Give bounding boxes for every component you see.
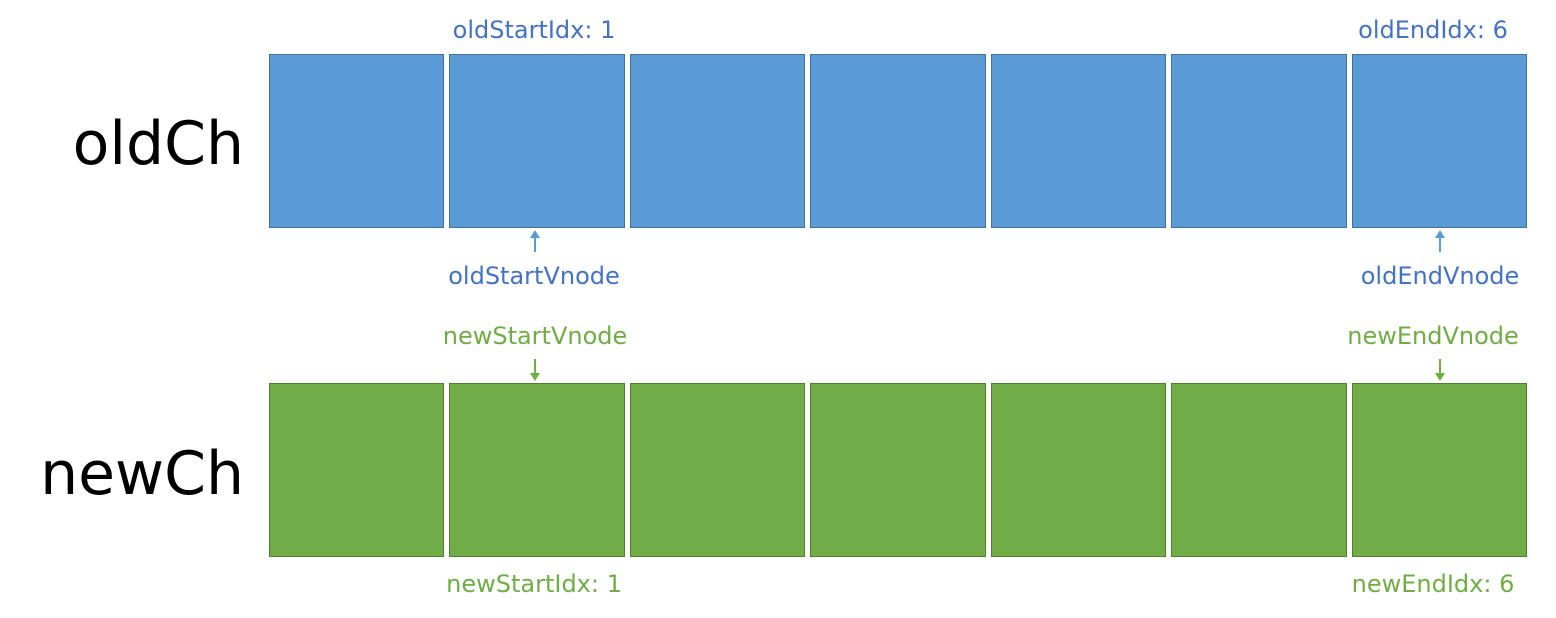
old-cell-2 (629, 54, 806, 228)
new-cell-2 (629, 383, 806, 557)
old-children-label: oldCh (72, 109, 244, 179)
old-end-idx-label: oldEndIdx: 6 (1358, 16, 1508, 44)
new-end-arrow-icon (1435, 359, 1445, 381)
old-children-array (269, 54, 1527, 228)
new-cell-0 (269, 383, 445, 557)
new-cell-1 (449, 383, 625, 557)
new-cell-5 (1171, 383, 1347, 557)
new-start-vnode-label: newStartVnode (442, 322, 628, 350)
old-cell-4 (990, 54, 1167, 228)
new-cell-4 (990, 383, 1167, 557)
new-children-array (269, 383, 1527, 557)
new-end-idx-label: newEndIdx: 6 (1351, 570, 1515, 598)
new-end-vnode-label: newEndVnode (1347, 322, 1519, 350)
new-children-label: newCh (40, 439, 244, 509)
old-cell-3 (810, 54, 986, 228)
new-cell-3 (810, 383, 986, 557)
old-end-arrow-icon (1435, 230, 1445, 252)
old-cell-6 (1351, 54, 1527, 228)
new-start-arrow-icon (530, 359, 540, 381)
old-start-arrow-icon (530, 230, 540, 252)
new-cell-6 (1351, 383, 1527, 557)
old-cell-0 (269, 54, 445, 228)
old-end-vnode-label: oldEndVnode (1360, 262, 1520, 290)
new-start-idx-label: newStartIdx: 1 (446, 570, 622, 598)
old-start-vnode-label: oldStartVnode (448, 262, 620, 290)
old-start-idx-label: oldStartIdx: 1 (452, 16, 616, 44)
old-cell-1 (449, 54, 625, 228)
old-cell-5 (1171, 54, 1347, 228)
